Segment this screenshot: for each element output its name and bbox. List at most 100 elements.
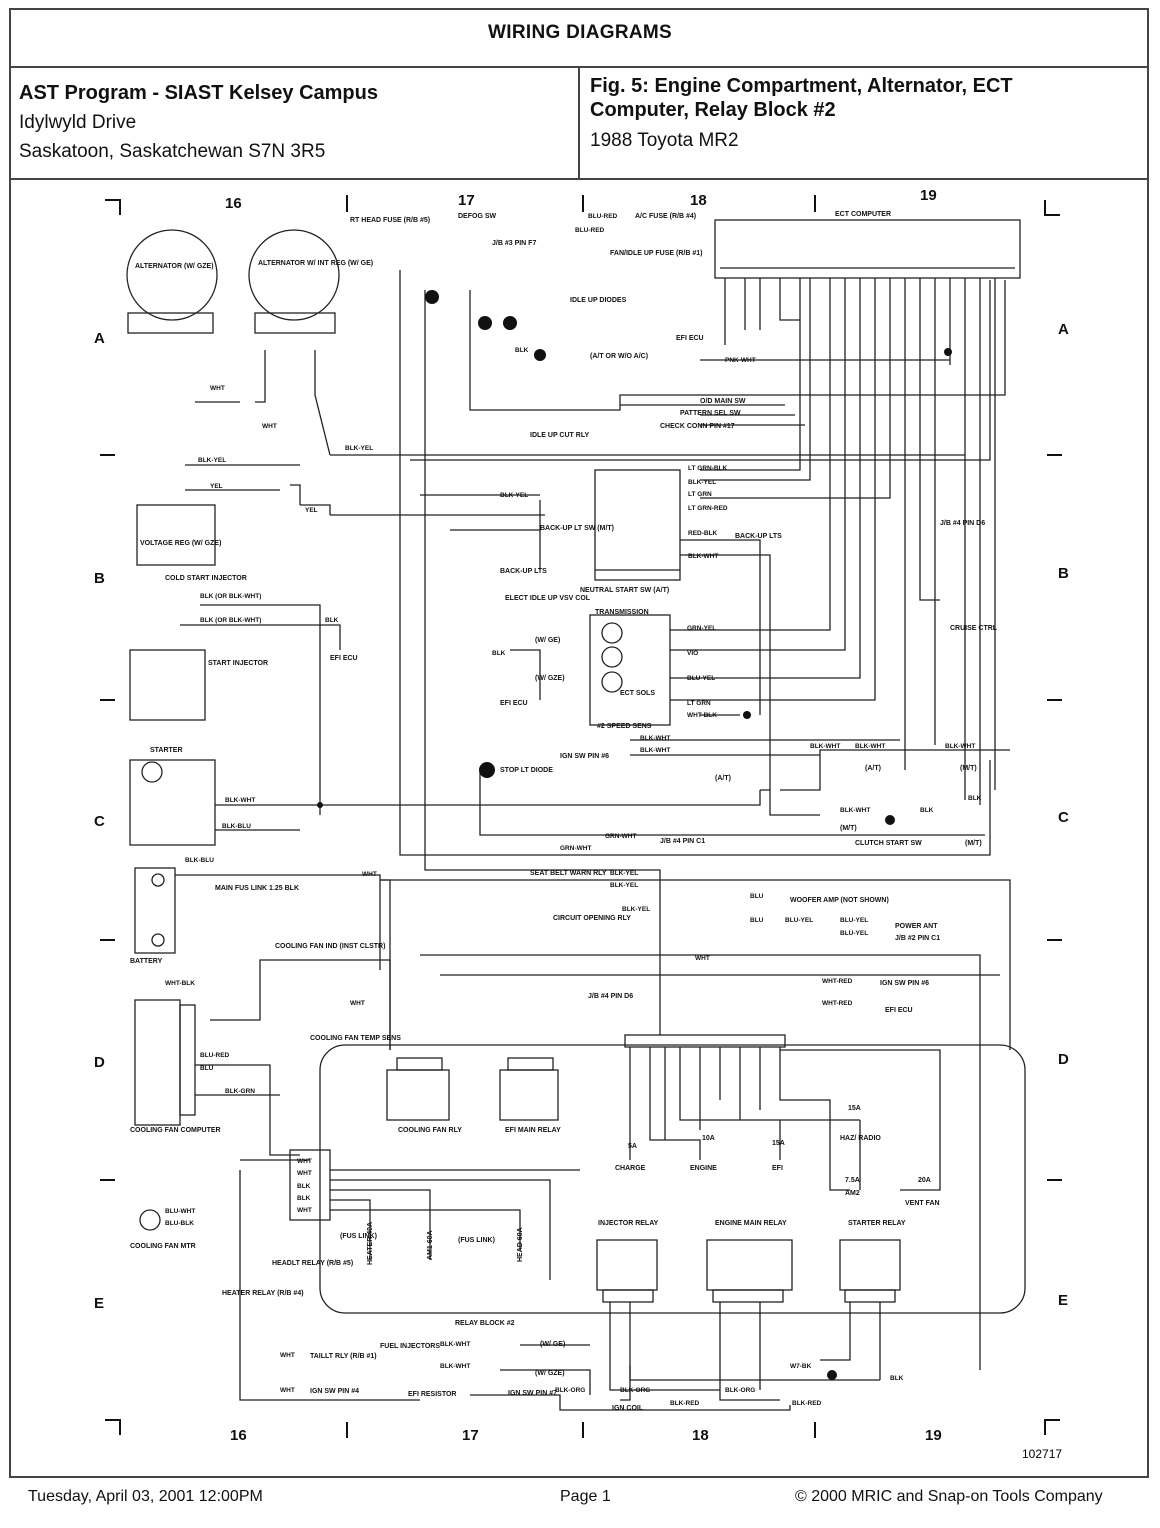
fuse-value-charge: 5A (628, 1143, 637, 1150)
voltage-regulator (136, 504, 216, 566)
figure-title-line1: Fig. 5: Engine Compartment, Alternator, … (590, 75, 1013, 97)
label-relay-block: RELAY BLOCK #2 (455, 1320, 515, 1327)
starter (129, 759, 216, 846)
wire-label: BLK-YEL (345, 445, 373, 452)
wire-label: BLK-WHT (840, 807, 870, 814)
alternator-gze (126, 229, 218, 321)
wire-label: WHT (297, 1207, 312, 1214)
neutral-start-switch (594, 469, 681, 581)
wire-label: BLK (325, 617, 339, 624)
label-backup-sw: BACK-UP LT SW (M/T) (540, 525, 614, 532)
wire-label: BLK-YEL (622, 906, 650, 913)
wire-label: BLK-ORG (620, 1387, 650, 1394)
wire-label: BLK-WHT (855, 743, 885, 750)
label-defog-sw: DEFOG SW (458, 213, 497, 220)
wire-label: BLK-YEL (610, 882, 638, 889)
label-engine-main-relay: ENGINE MAIN RELAY (715, 1220, 787, 1227)
wire-label: GRN-WHT (560, 845, 591, 852)
figure-title-line2: Computer, Relay Block #2 (590, 99, 836, 121)
label-alternator-ge: ALTERNATOR W/ INT REG (W/ GE) (258, 260, 373, 267)
grid-col-16-top: 16 (225, 195, 242, 212)
grid-col-17-bottom: 17 (462, 1427, 479, 1444)
label-cool-fan-temp: COOLING FAN TEMP SENS (310, 1035, 401, 1042)
org-name: AST Program - SIAST Kelsey Campus (19, 82, 378, 104)
wire-label: BLK-WHT (945, 743, 975, 750)
grid-row-e-right: E (1058, 1292, 1068, 1309)
label-ign-sw-pin6: IGN SW PIN #6 (560, 753, 609, 760)
wire-label: WHT (280, 1352, 295, 1359)
label-idle-up-cut: IDLE UP CUT RLY (530, 432, 589, 439)
label-ect-computer: ECT COMPUTER (835, 211, 891, 218)
label-efi-main-relay: EFI MAIN RELAY (505, 1127, 561, 1134)
org-city: Saskatoon, Saskatchewan S7N 3R5 (19, 141, 326, 162)
label-cool-fan-comp: COOLING FAN COMPUTER (130, 1127, 221, 1134)
wire-label: LT GRN-BLK (688, 465, 728, 472)
label-fuse-am2: AM2 (845, 1190, 860, 1197)
wire-label: BLU-RED (575, 227, 605, 234)
grid-col-18-bottom: 18 (692, 1427, 709, 1444)
label-taillt: TAILLT RLY (R/B #1) (310, 1353, 377, 1360)
wire-label: BLK (297, 1195, 311, 1202)
corner-mark (1044, 200, 1060, 216)
grid-row-d-right: D (1058, 1051, 1069, 1068)
wire-label: GRN-WHT (605, 833, 636, 840)
page-number: Page 1 (560, 1488, 611, 1505)
label-at-or-wo-ac: (A/T OR W/O A/C) (590, 353, 648, 360)
label-clutch-start: CLUTCH START SW (855, 840, 922, 847)
label-ign-sw-6: IGN SW PIN #6 (880, 980, 929, 987)
label-injector-relay: INJECTOR RELAY (598, 1220, 659, 1227)
label-fuse-haz: HAZ/ RADIO (840, 1135, 881, 1142)
fuse-value-haz: 15A (848, 1105, 861, 1112)
wire-label: YEL (305, 507, 318, 514)
wire-label: BLK-BLU (222, 823, 251, 830)
grid-row-b-left: B (94, 570, 105, 587)
label-elect-idle: ELECT IDLE UP VSV COL (505, 595, 591, 602)
label-fus-link-b: (FUS LINK) (458, 1237, 495, 1244)
wire-label: YEL (210, 483, 223, 490)
label-fuse-engine: ENGINE (690, 1165, 717, 1172)
grid-row-b-right: B (1058, 565, 1069, 582)
efi-main-relay (499, 1069, 559, 1121)
cooling-fan-motor (139, 1209, 161, 1231)
grid-row-a-right: A (1058, 321, 1069, 338)
wire-label: PNK-WHT (725, 357, 756, 364)
label-ac-fuse: A/C FUSE (R/B #4) (635, 213, 696, 220)
page-title: WIRING DIAGRAMS (488, 22, 672, 43)
wire-label: BLK (920, 807, 934, 814)
page-footer: Tuesday, April 03, 2001 12:00PM Page 1 ©… (0, 1488, 1160, 1512)
wire-label: BLK (515, 347, 529, 354)
fuse-value-vent: 20A (918, 1177, 931, 1184)
label-fuel-inj: FUEL INJECTORS (380, 1343, 440, 1350)
label-ign-sw-7: IGN SW PIN #7 (508, 1390, 557, 1397)
label-alternator-gze: ALTERNATOR (W/ GZE) (135, 263, 214, 270)
label-speed-sens: #2 SPEED SENS (597, 723, 652, 730)
label-efi-ecu: EFI ECU (676, 335, 704, 342)
wire-label: BLK (968, 795, 982, 802)
label-circuit-opening: CIRCUIT OPENING RLY (553, 915, 631, 922)
label-efi-ecu-b: EFI ECU (330, 655, 358, 662)
label-ect-sols: ECT SOLS (620, 690, 655, 697)
wire-label: WHT (297, 1158, 312, 1165)
label-stop-diode: STOP LT DIODE (500, 767, 553, 774)
label-mt-3: (M/T) (965, 840, 982, 847)
wire-label: BLU-RED (200, 1052, 230, 1059)
wire-label: WHT-RED (822, 978, 853, 985)
wire-label: WHT (262, 423, 277, 430)
label-jb4-pin-c1: J/B #4 PIN C1 (660, 838, 705, 845)
label-w-gze: (W/ GZE) (535, 675, 565, 682)
wire-label: LT GRN-RED (688, 505, 728, 512)
wire-label: BLU (750, 917, 764, 924)
fuse-value-head: HEAD 60A (517, 1227, 524, 1262)
fuse-value-engine: 10A (702, 1135, 715, 1142)
label-woofer: WOOFER AMP (NOT SHOWN) (790, 897, 889, 904)
cooling-fan-relay (386, 1069, 450, 1121)
grid-col-19-bottom: 19 (925, 1427, 942, 1444)
label-jb2-pin: J/B #2 PIN C1 (895, 935, 940, 942)
wire-label: BLK-WHT (688, 553, 718, 560)
wire-label: BLK-BLU (185, 857, 214, 864)
corner-mark (105, 199, 121, 215)
transmission (589, 614, 671, 726)
label-mt-2: (M/T) (840, 825, 857, 832)
fuse-value-am1: AM1 60A (427, 1230, 434, 1260)
corner-mark (105, 1419, 121, 1435)
